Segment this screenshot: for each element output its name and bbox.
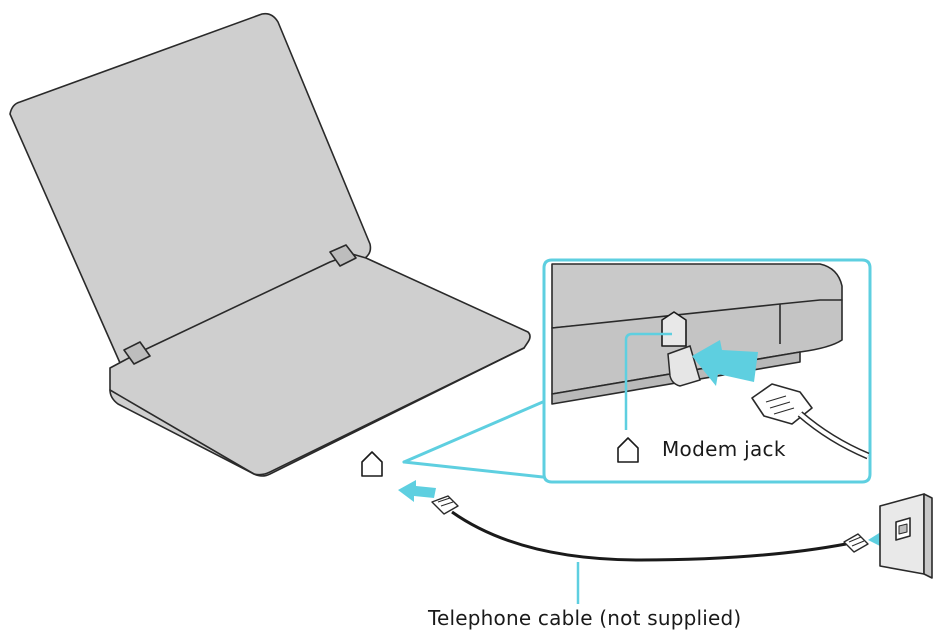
wall-jack-icon <box>879 493 933 579</box>
telephone-cable <box>451 510 847 604</box>
wall-side-plug-icon <box>843 533 869 553</box>
inset-laptop-top <box>551 263 843 329</box>
callout-lines <box>402 396 554 480</box>
laptop-side-arrow-icon <box>398 480 436 502</box>
zoom-inset <box>542 258 872 484</box>
laptop-icon <box>9 12 531 477</box>
modem-jack-label: Modem jack <box>662 437 786 461</box>
inset-modem-port-icon <box>661 311 687 347</box>
laptop-base-edge <box>109 347 525 477</box>
inset-leader-line <box>624 332 672 430</box>
laptop-side-plug-icon <box>431 495 459 515</box>
telephone-cable-label: Telephone cable (not supplied) <box>428 606 742 630</box>
phone-port-symbol-icon <box>361 451 383 477</box>
inset-insert-arrow-icon <box>692 340 758 386</box>
right-hinge <box>329 244 357 267</box>
modem-jack-symbol-icon <box>617 437 639 463</box>
inset-rj11-plug-icon <box>751 383 870 460</box>
laptop-base <box>109 253 531 476</box>
left-hinge <box>123 341 151 365</box>
